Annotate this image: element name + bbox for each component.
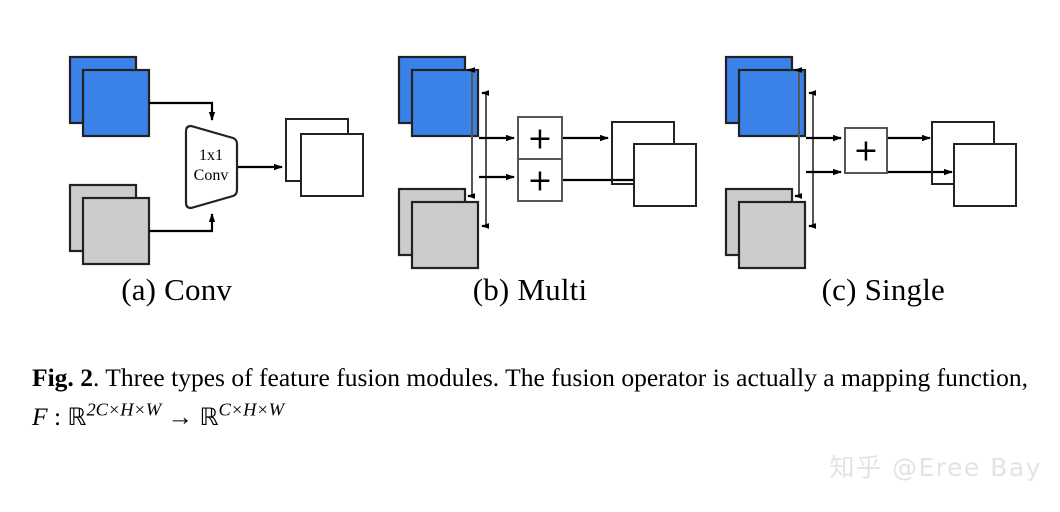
panel-c-feedback-outer-vert [812,92,814,226]
figure-caption-text: . Three types of feature fusion modules.… [92,363,1028,392]
panel-captions-row: (a) Conv (b) Multi (c) Single [0,268,1060,316]
panel-c-plus-operator: + [844,127,888,174]
panel-a-gray-input-stack [68,183,151,266]
panel-c-group: + [724,55,1017,270]
panel-c-plus-symbol: + [853,134,878,169]
panel-a-wire-blue-to-op [149,101,216,121]
panel-b-plus-box-bottom [517,158,563,202]
panel-caption-c: (c) Single [821,272,946,307]
panel-b-plus-symbol-bottom: + [527,164,552,199]
panel-c-output-stack [931,121,1017,207]
panel-c-gray-input-stack [724,187,807,270]
panel-a-op-label-line1: 1x1 [199,147,223,164]
zhihu-watermark: 知乎 @Eree Bay [829,453,1042,482]
panel-a-output-stack [285,118,364,197]
panel-b-plus-symbol-top: + [527,122,552,157]
panel-b-output-stack [611,121,697,207]
math-symbol-F: F [32,402,48,431]
panel-a-wire-gray-to-op [149,213,216,233]
figure-label: Fig. 2 [32,363,93,392]
fusion-modules-diagram: 1x1 Conv [68,55,1017,270]
math-reals-2-exponent: C×H×W [218,399,285,420]
math-arrow: → [161,402,200,431]
panel-c-blue-input-stack [724,55,807,138]
panel-b-group: + + [397,55,697,270]
figure-caption: Fig. 2. Three types of feature fusion mo… [32,358,1028,437]
panel-b-blue-input-stack [397,55,480,138]
panel-b-feedback-outer-vert [485,92,487,226]
math-colon: : [47,402,68,431]
panel-a-op-label-line2: Conv [194,167,229,184]
panel-b-plus-box-top [517,116,563,160]
panel-b-feedback-inner-vert [471,69,473,196]
panel-a-conv-operator [184,124,239,210]
panel-caption-a: (a) Conv [121,272,233,307]
math-reals-2: ℝ [199,403,219,431]
panel-b-gray-input-stack [397,187,480,270]
math-reals-1: ℝ [67,403,87,431]
panel-b-plus-operators: + + [517,116,563,202]
panel-a-group: 1x1 Conv [68,55,364,266]
panel-a-blue-input-stack [68,55,151,138]
panel-c-plus-box [844,127,888,174]
panel-caption-b: (b) Multi [472,272,588,307]
panel-c-feedback-inner-vert [798,69,800,196]
math-reals-1-exponent: 2C×H×W [86,399,162,420]
